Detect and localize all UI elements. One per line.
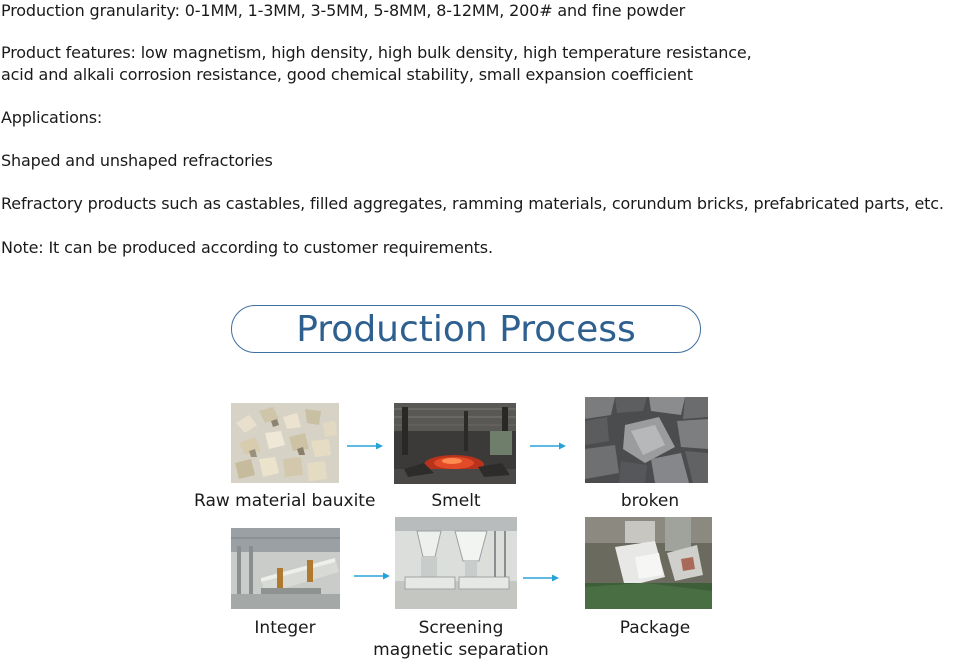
- production-process-title: Production Process: [296, 308, 636, 350]
- screening-machine-photo: [395, 517, 517, 609]
- granularity-text: Production granularity: 0-1MM, 1-3MM, 3-…: [1, 1, 686, 20]
- caption-raw-material: Raw material bauxite: [194, 491, 376, 511]
- caption-screening: Screening: [418, 618, 504, 638]
- caption-smelt: Smelt: [431, 491, 481, 511]
- furnace-photo: [394, 403, 516, 484]
- packaging-photo: [585, 517, 712, 609]
- rotary-kiln-photo: [231, 528, 340, 609]
- production-process-title-box: Production Process: [231, 305, 701, 353]
- arrow-1-to-2: [347, 442, 383, 450]
- refractory-products-text: Refractory products such as castables, f…: [1, 194, 944, 213]
- caption-magnetic-separation: magnetic separation: [373, 640, 549, 660]
- arrow-4-to-5: [354, 572, 390, 580]
- shaped-text: Shaped and unshaped refractories: [1, 151, 273, 170]
- features-line-2: acid and alkali corrosion resistance, go…: [1, 65, 693, 84]
- bauxite-photo: [231, 403, 339, 483]
- arrow-2-to-3: [530, 442, 566, 450]
- caption-broken: broken: [620, 491, 680, 511]
- applications-heading: Applications:: [1, 108, 103, 127]
- features-line-1: Product features: low magnetism, high de…: [1, 43, 752, 62]
- caption-package: Package: [619, 618, 691, 638]
- note-text: Note: It can be produced according to cu…: [1, 238, 493, 257]
- crushed-rock-photo: [585, 397, 708, 483]
- arrow-5-to-6: [523, 574, 559, 582]
- caption-integer: Integer: [254, 618, 316, 638]
